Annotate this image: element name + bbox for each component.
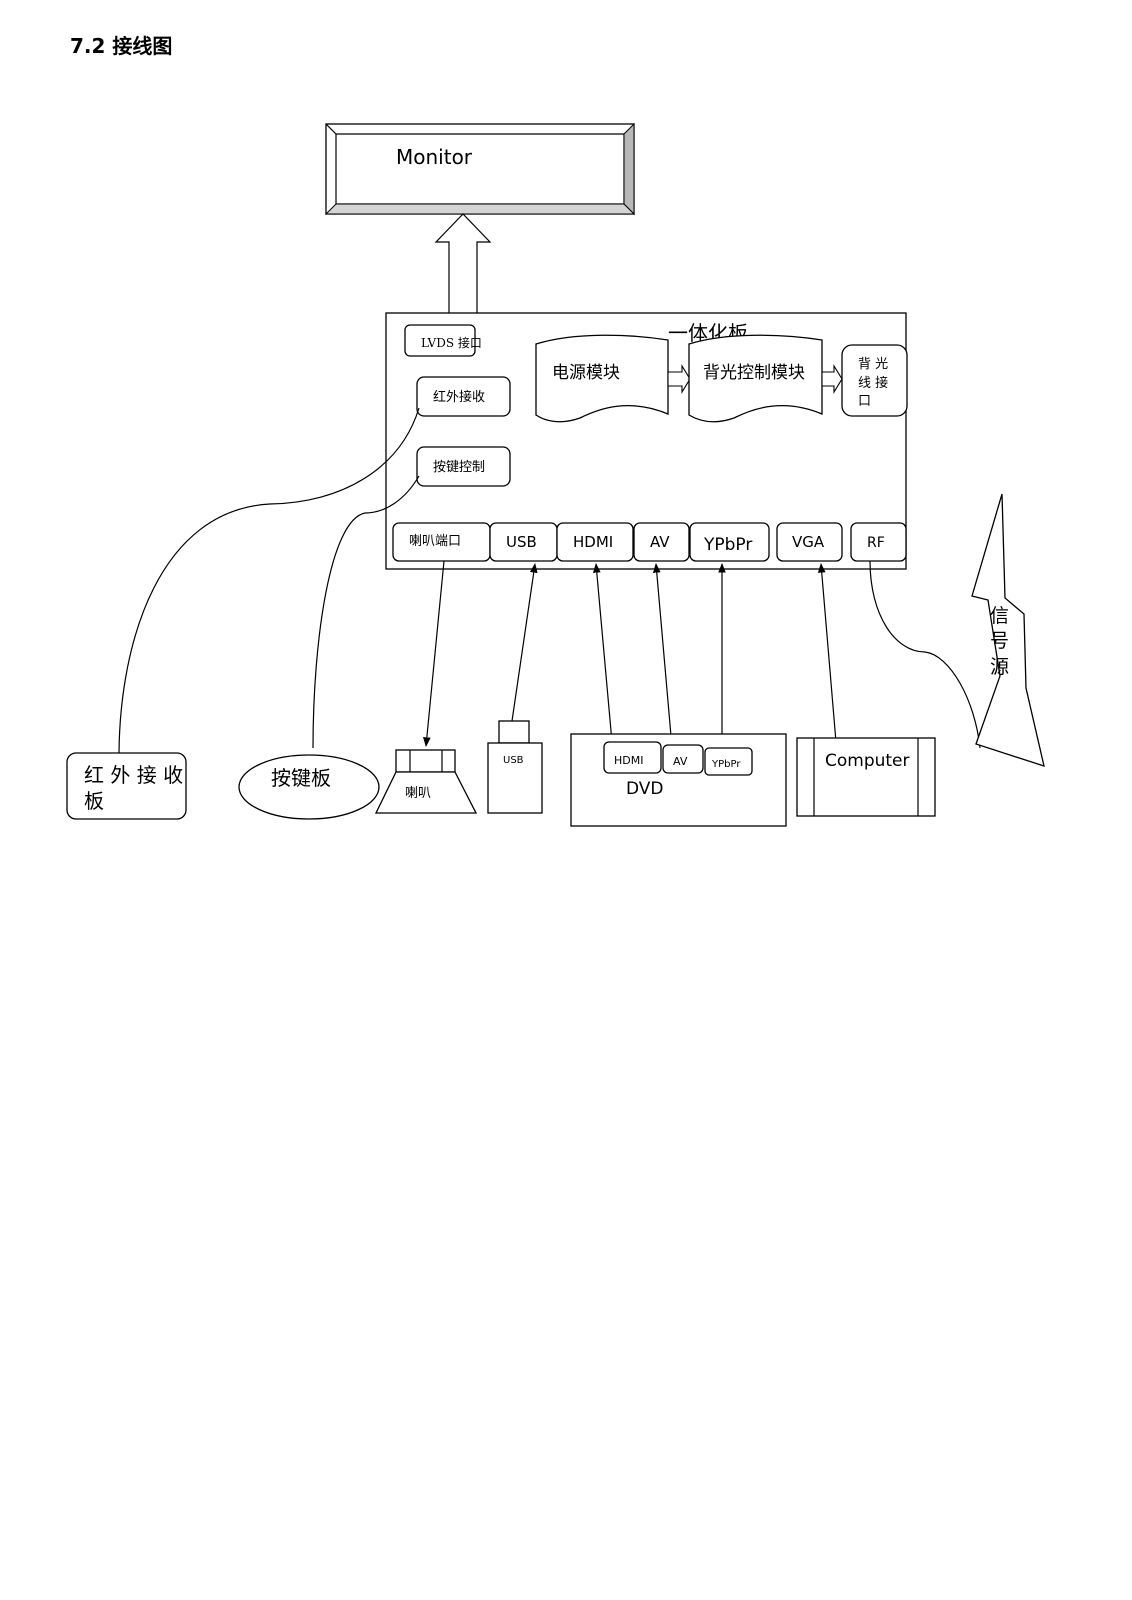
- rf-cable: [869, 560, 981, 749]
- lvds-port-label: LVDS 接口: [421, 335, 482, 350]
- ir-receiver-board: [66, 752, 187, 820]
- monitor: Monitor: [324, 122, 636, 216]
- ypbpr-port: [689, 522, 770, 562]
- vga-cable: [817, 563, 837, 743]
- av-port: [633, 522, 690, 562]
- usb-device: USB: [487, 720, 543, 814]
- monitor-label: Monitor: [396, 145, 473, 169]
- dvd-ypbpr-port: [704, 747, 753, 776]
- backlight-module-label: 背光控制模块: [703, 363, 805, 383]
- lvds-port: [404, 324, 476, 357]
- rf-port-label: RF: [867, 535, 885, 551]
- dvd-av-label: AV: [673, 755, 688, 768]
- computer-label: Computer: [825, 751, 910, 771]
- speaker-cable: [423, 560, 445, 747]
- backlight-line-port: [841, 344, 908, 417]
- av-cable: [652, 563, 672, 737]
- hdmi-port-label: HDMI: [573, 533, 613, 551]
- ir-receiver-board-label-2: 板: [84, 789, 104, 813]
- power-to-backlight-arrow: [667, 364, 691, 394]
- port-row: 喇叭端口 USB HDMI AV YPbPr VGA RF: [392, 522, 907, 562]
- av-port-label: AV: [650, 533, 670, 551]
- dvd-label: DVD: [626, 779, 664, 799]
- dvd-hdmi-port: [603, 741, 662, 774]
- page-heading: 7.2 接线图: [70, 34, 173, 58]
- key-control-port-label: 按键控制: [433, 460, 485, 475]
- vga-port: [776, 522, 843, 562]
- speaker: 喇叭: [374, 749, 478, 814]
- usb-device-label: USB: [503, 755, 524, 766]
- rf-port: [850, 522, 907, 562]
- vga-port-label: VGA: [792, 533, 825, 551]
- backlight-line-port-label-2: 线 接: [858, 375, 888, 391]
- ir-receiver-board-label-1: 红 外 接 收: [84, 763, 183, 787]
- usb-cable: [511, 563, 538, 722]
- ypbpr-port-label: YPbPr: [703, 535, 752, 555]
- usb-port-label: USB: [506, 533, 537, 551]
- backlight-line-port-label-1: 背 光: [858, 357, 888, 372]
- hdmi-port: [556, 522, 634, 562]
- dvd-av-port: [662, 744, 704, 774]
- key-board-label: 按键板: [271, 766, 331, 790]
- lvds-to-monitor-arrow: [434, 213, 492, 327]
- key-control-port: [416, 446, 511, 487]
- ir-receiver-port: [416, 376, 511, 417]
- dvd-player: HDMI AV YPbPr DVD: [570, 733, 787, 827]
- signal-source-label-1: 信: [990, 605, 1009, 627]
- signal-source: 信 号 源: [971, 493, 1045, 767]
- backlight-to-port-arrow: [821, 364, 843, 394]
- signal-source-label-3: 源: [990, 656, 1009, 678]
- signal-source-label-2: 号: [990, 630, 1009, 652]
- power-module-label: 电源模块: [552, 363, 620, 383]
- speaker-port-label: 喇叭端口: [409, 534, 461, 549]
- key-cable: [312, 475, 420, 749]
- backlight-line-port-label-3: 口: [858, 394, 871, 409]
- ir-cable: [118, 407, 420, 754]
- hdmi-cable: [592, 563, 613, 743]
- key-board: [238, 754, 380, 820]
- dvd-ypbpr-label: YPbPr: [711, 759, 741, 770]
- ir-receiver-port-label: 红外接收: [433, 389, 485, 405]
- speaker-label: 喇叭: [405, 786, 431, 801]
- power-module: [535, 334, 669, 423]
- backlight-module: [688, 334, 823, 423]
- dvd-hdmi-label: HDMI: [614, 754, 643, 767]
- computer: Computer: [796, 737, 936, 817]
